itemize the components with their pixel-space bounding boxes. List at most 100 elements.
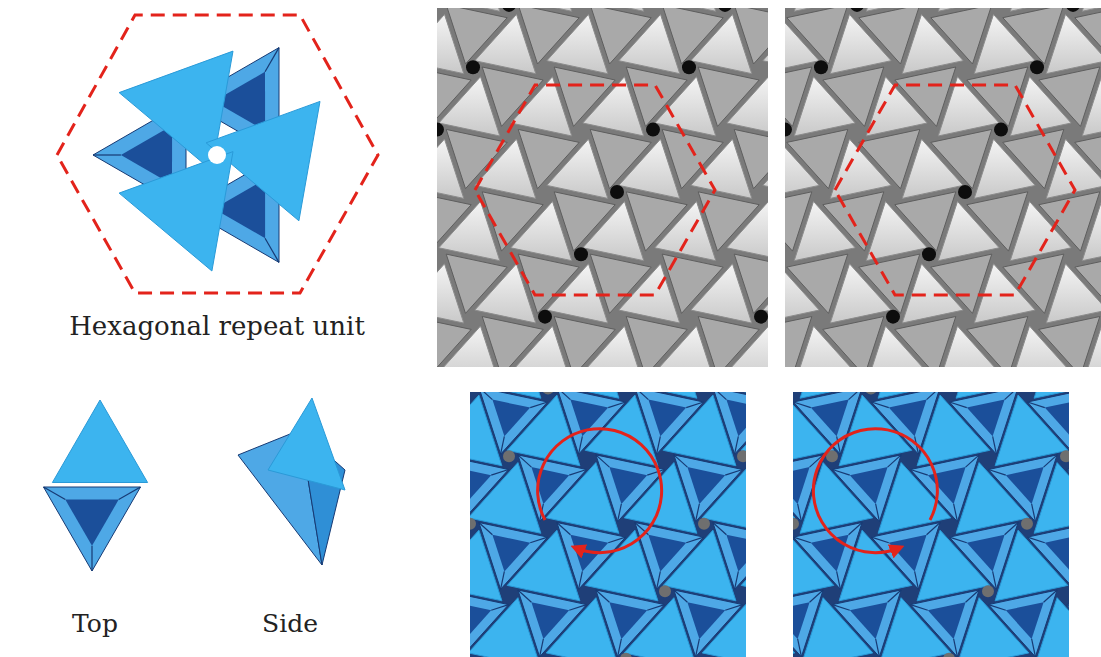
particle-bright bbox=[583, 326, 644, 367]
triangle-face bbox=[793, 530, 834, 601]
pore-dot bbox=[886, 310, 900, 324]
triangle-face bbox=[1034, 598, 1069, 657]
pyramid-edge bbox=[479, 522, 493, 534]
particle-bright bbox=[938, 326, 999, 367]
pore-dot bbox=[503, 450, 515, 462]
pyramid-edge bbox=[966, 455, 980, 467]
triangle-face bbox=[839, 395, 912, 466]
pyramid-edge bbox=[501, 436, 505, 454]
triangle-face bbox=[956, 463, 1029, 534]
pore-dot bbox=[620, 653, 632, 657]
triangle-face bbox=[119, 51, 233, 170]
rotation-arrow bbox=[813, 429, 937, 553]
pyramid-cavity bbox=[121, 126, 172, 185]
view-label: Side bbox=[262, 610, 318, 638]
particle-bright bbox=[794, 77, 855, 136]
hexagon-outline bbox=[835, 85, 1075, 295]
particle-bright bbox=[439, 77, 500, 136]
particle-bright bbox=[1082, 8, 1101, 11]
particle-bright bbox=[583, 8, 644, 11]
pyramid-edge bbox=[849, 522, 863, 534]
pyramid-edge bbox=[530, 402, 547, 408]
particle-bright bbox=[691, 139, 752, 198]
pyramid-edge bbox=[735, 571, 739, 589]
particle-bright bbox=[938, 201, 999, 260]
pyramid-edge bbox=[966, 590, 980, 602]
particle-bright bbox=[511, 201, 572, 260]
pyramid-edge bbox=[479, 392, 493, 400]
particle-bright bbox=[1082, 77, 1101, 136]
pore-dot bbox=[865, 392, 877, 395]
panel-ground bbox=[437, 8, 768, 367]
pyramid-edge bbox=[491, 605, 508, 611]
particle-bright bbox=[437, 264, 464, 323]
particle-bright bbox=[547, 264, 608, 323]
triangle-face bbox=[793, 598, 795, 657]
pyramid-edge bbox=[557, 392, 571, 400]
pyramid-edge bbox=[579, 571, 583, 589]
pyramid-edge bbox=[876, 639, 880, 657]
pyramid-edge bbox=[1032, 639, 1036, 657]
pyramid-edge bbox=[1044, 455, 1058, 467]
particle-bright bbox=[938, 8, 999, 11]
pore-dot bbox=[698, 518, 710, 530]
triangle-face bbox=[995, 395, 1068, 466]
pyramid-edge bbox=[1032, 504, 1036, 522]
pyramid-edge bbox=[608, 402, 625, 408]
pyramid-edge bbox=[954, 504, 958, 522]
pyramid-edge bbox=[949, 537, 966, 543]
pore-dot bbox=[610, 185, 624, 199]
triangle-face bbox=[839, 530, 912, 601]
pore-dot bbox=[574, 247, 588, 261]
pore-dot bbox=[718, 8, 732, 12]
pore-dot bbox=[850, 8, 864, 12]
particle-bright bbox=[763, 139, 768, 198]
pore-dot bbox=[682, 60, 696, 74]
pyramid-edge bbox=[910, 605, 927, 611]
pore-dot bbox=[646, 123, 660, 137]
triangle-face bbox=[470, 530, 502, 601]
pyramid-edge bbox=[518, 590, 532, 602]
model-panel bbox=[793, 392, 1069, 657]
triangle-face bbox=[52, 400, 147, 483]
pyramid-edge bbox=[832, 605, 849, 611]
particle-bright bbox=[475, 264, 536, 323]
particle-bright bbox=[655, 326, 716, 367]
pore-dot bbox=[814, 60, 828, 74]
pyramid-edge bbox=[1027, 402, 1044, 408]
pyramid-edge bbox=[265, 238, 279, 262]
pyramid-edge bbox=[618, 504, 622, 522]
triangle-face bbox=[546, 463, 619, 534]
pore-dot bbox=[754, 310, 768, 324]
pyramid-edge bbox=[910, 470, 927, 476]
triangle-face bbox=[741, 530, 746, 601]
triangle-face bbox=[663, 530, 736, 601]
triangle-face bbox=[546, 598, 619, 657]
pyramid-edge bbox=[93, 154, 121, 155]
particle-bright bbox=[974, 14, 1035, 73]
pyramid-cavity bbox=[793, 467, 810, 504]
pyramid-edge bbox=[696, 639, 700, 657]
particle-bright bbox=[1010, 8, 1071, 11]
pore-dot bbox=[1021, 518, 1033, 530]
particle-bright bbox=[655, 8, 716, 11]
pyramid-edge bbox=[927, 392, 941, 400]
pyramid-edge bbox=[540, 639, 544, 657]
pyramid-edge bbox=[713, 522, 727, 534]
rotation-arrow bbox=[538, 429, 662, 553]
triangle-face bbox=[793, 392, 795, 398]
particle-bright bbox=[439, 201, 500, 260]
pyramid-edge bbox=[501, 571, 505, 589]
pyramid-edge bbox=[518, 455, 532, 467]
pore-dot bbox=[785, 123, 792, 137]
particle-bright bbox=[763, 14, 768, 73]
pore-dot bbox=[466, 60, 480, 74]
pyramid-cavity bbox=[726, 535, 746, 572]
pyramid-cavity bbox=[65, 500, 118, 546]
hexagon-outline bbox=[475, 85, 715, 295]
particle-bright bbox=[511, 326, 572, 367]
particle-bright bbox=[785, 14, 819, 73]
triangle-face bbox=[663, 395, 736, 466]
particle-bright bbox=[1046, 14, 1101, 73]
pyramid-edge bbox=[798, 504, 802, 522]
